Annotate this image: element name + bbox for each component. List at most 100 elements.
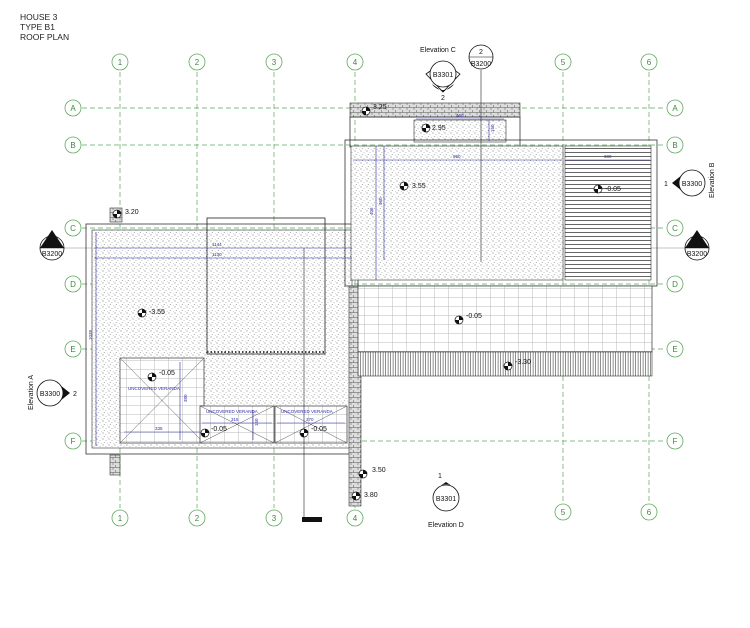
level-marker-icon: [399, 181, 409, 191]
grid-col-2-top: 2: [195, 58, 200, 67]
level-6: -3.55: [149, 309, 165, 316]
grid-col-6-top: 6: [647, 58, 652, 67]
level-marker-icon: [137, 308, 147, 318]
elevation-marker-right: B3300 1 Elevation B: [664, 162, 716, 198]
veranda-label-2: UNCOVERED VERANDA: [206, 409, 258, 414]
elevation-c-num: 2: [479, 49, 483, 56]
elevation-b-num: 1: [664, 181, 668, 188]
drawing-title: HOUSE 3 TYPE B1 ROOF PLAN: [20, 12, 69, 42]
level-5: 3.20: [125, 209, 139, 216]
veranda-label-1: UNCOVERED VERANDA: [128, 386, 180, 391]
section-right-num: 1: [695, 240, 699, 247]
level-1: 3.25: [373, 104, 387, 111]
section-marker-right: 1 B3200: [684, 230, 710, 261]
level-11: -0.05: [311, 426, 327, 433]
elevation-a-ref: B3300: [40, 391, 60, 398]
grid-row-B-left: B: [70, 141, 75, 150]
elevation-d-ref: B3301: [436, 496, 456, 503]
title-line-2: TYPE B1: [20, 22, 55, 32]
level-12: 3.50: [372, 467, 386, 474]
elevation-b-label: Elevation B: [709, 162, 716, 198]
grid-row-E-right: E: [672, 345, 677, 354]
upper-roof-block: [344, 102, 658, 377]
title-line-1: HOUSE 3: [20, 12, 58, 22]
level-markers: [112, 106, 603, 501]
grid-row-C-left: C: [70, 224, 76, 233]
section-marker-left: 1 B3200: [39, 230, 65, 261]
level-8: -3.30: [515, 359, 531, 366]
level-marker-icon: [361, 106, 371, 116]
grid-col-6-bottom: 6: [647, 508, 652, 517]
elevation-marker-bottom: 1 B3301 Elevation D: [428, 473, 464, 529]
dim-deck-w: 380: [604, 154, 612, 159]
dim-ver1: 335: [155, 426, 163, 431]
level-marker-icon: [351, 491, 361, 501]
level-marker-icon: [503, 361, 513, 371]
grid-row-B-right: B: [672, 141, 677, 150]
level-marker-icon: [147, 372, 157, 382]
level-marker-icon: [200, 428, 210, 438]
grid-row-D-left: D: [70, 280, 76, 289]
dimension-lines: [94, 118, 650, 446]
grid-row-A-right: A: [672, 104, 678, 113]
grid-col-4-top: 4: [353, 58, 358, 67]
grid-col-3-top: 3: [272, 58, 277, 67]
level-2: 2.95: [432, 125, 446, 132]
elevation-c-num2: 2: [441, 95, 445, 102]
section-left-num: 1: [50, 240, 54, 247]
elevation-a-num: 2: [73, 391, 77, 398]
level-4: -0.05: [605, 186, 621, 193]
elevation-marker-top: Elevation C 2 B3200 B3301 2: [420, 44, 494, 102]
dim-upper-h1: 406: [369, 207, 374, 215]
grid-bubbles: 1 2 3 4 5 6 1 2 3 4 5 6 A B C D E F A B …: [64, 53, 684, 527]
grid-col-5-bottom: 5: [561, 508, 566, 517]
grid-row-A-left: A: [70, 104, 76, 113]
grid-col-3-bottom: 3: [272, 514, 277, 523]
grid-row-C-right: C: [672, 224, 678, 233]
elevation-c-ref: B3301: [433, 72, 453, 79]
grid-col-2-bottom: 2: [195, 514, 200, 523]
dim-ver3: 370: [306, 417, 314, 422]
dim-upper-w: 960: [453, 154, 461, 159]
title-line-3: ROOF PLAN: [20, 32, 70, 42]
level-marker-icon: [454, 315, 464, 325]
elevation-b-ref: B3300: [682, 181, 702, 188]
level-3: 3.55: [412, 183, 426, 190]
north-bar: [302, 517, 322, 522]
dim-ver2: 315: [231, 417, 239, 422]
dim-ver-h: 380: [183, 394, 188, 402]
level-marker-icon: [421, 123, 431, 133]
dim-main-h: 1038: [88, 329, 93, 340]
level-7: -0.05: [466, 313, 482, 320]
grid-col-1-bottom: 1: [118, 514, 123, 523]
dim-top-side: 150: [490, 124, 495, 132]
elevation-d-num: 1: [438, 473, 442, 480]
level-marker-icon: [358, 469, 368, 479]
dim-upper-h2: 460: [378, 197, 383, 205]
elevation-a-label: Elevation A: [28, 375, 35, 410]
level-marker-icon: [299, 428, 309, 438]
level-13: 3.80: [364, 492, 378, 499]
elevation-d-label: Elevation D: [428, 522, 464, 529]
grid-row-F-right: F: [673, 437, 678, 446]
section-left-ref: B3200: [42, 251, 62, 258]
grid-col-4-bottom: 4: [353, 514, 358, 523]
dim-top-small: 460: [456, 113, 464, 118]
grid-col-5-top: 5: [561, 58, 566, 67]
level-9: -0.05: [159, 370, 175, 377]
veranda-label-3: UNCOVERED VERANDA: [281, 409, 333, 414]
grid-row-E-left: E: [70, 345, 75, 354]
section-right-ref: B3200: [687, 251, 707, 258]
dim-ver-h2: 150: [254, 418, 259, 426]
dim-main-w2: 1130: [212, 252, 222, 257]
elevation-marker-left: B3300 2 Elevation A: [28, 375, 77, 410]
level-marker-icon: [112, 209, 122, 219]
level-10: -0.05: [211, 426, 227, 433]
elevation-c-label: Elevation C: [420, 47, 456, 54]
grid-col-1-top: 1: [118, 58, 123, 67]
grid-row-F-left: F: [71, 437, 76, 446]
elevation-c-tag: B3200: [471, 61, 491, 68]
level-marker-icon: [593, 184, 603, 194]
grid-row-D-right: D: [672, 280, 678, 289]
